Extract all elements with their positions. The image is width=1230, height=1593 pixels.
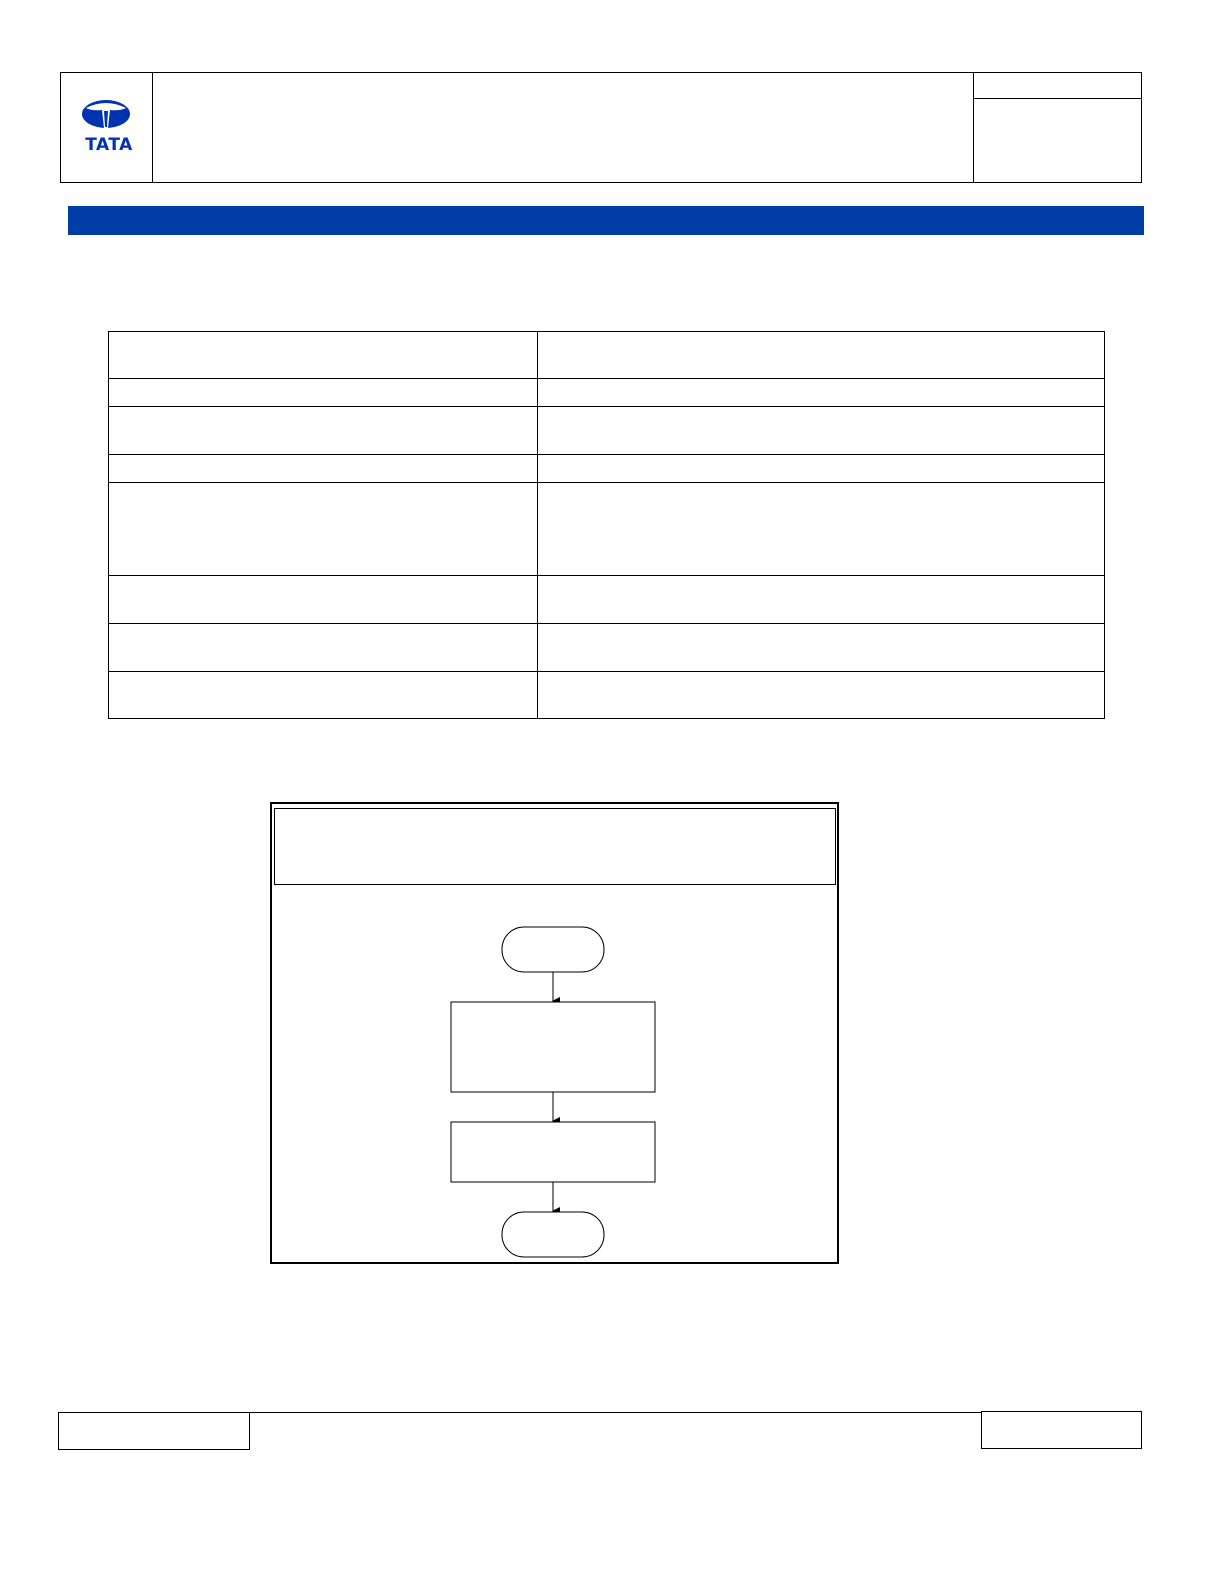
- flowchart-frame: [270, 802, 839, 1264]
- document-header: TATA: [60, 72, 1142, 183]
- footer-left-cell: [58, 1412, 250, 1450]
- table-row: [109, 624, 1104, 672]
- table-cell-value: [538, 576, 1104, 623]
- flow-end-terminator: [501, 1211, 605, 1258]
- table-cell-label: [109, 576, 538, 623]
- flow-process-step: [450, 1121, 656, 1183]
- logo-wordmark: TATA: [85, 135, 133, 155]
- table-cell-value: [538, 483, 1104, 575]
- table-cell-value: [538, 407, 1104, 454]
- flowchart-title-box: [274, 808, 836, 885]
- table-cell-label: [109, 624, 538, 671]
- flow-process-step: [450, 1001, 656, 1093]
- table-cell-value: [538, 332, 1104, 378]
- table-cell-label: [109, 455, 538, 482]
- footer-divider: [250, 1412, 981, 1413]
- info-table: [108, 331, 1105, 719]
- table-row: [109, 379, 1104, 407]
- table-row: [109, 576, 1104, 624]
- table-cell-value: [538, 672, 1104, 718]
- table-cell-value: [538, 455, 1104, 482]
- table-row: [109, 407, 1104, 455]
- footer-page-cell: [981, 1411, 1142, 1449]
- table-cell-label: [109, 379, 538, 406]
- table-cell-label: [109, 332, 538, 378]
- flowchart-diagram: [450, 926, 656, 1258]
- tata-logo-icon: [82, 100, 130, 128]
- table-row: [109, 455, 1104, 483]
- table-row: [109, 332, 1104, 379]
- table-row: [109, 483, 1104, 576]
- logo-cell: TATA: [61, 73, 153, 182]
- table-cell-value: [538, 624, 1104, 671]
- section-band: [68, 206, 1144, 235]
- table-cell-label: [109, 483, 538, 575]
- table-cell-label: [109, 672, 538, 718]
- table-cell-value: [538, 379, 1104, 406]
- document-title-cell: [153, 73, 974, 182]
- table-cell-label: [109, 407, 538, 454]
- table-row: [109, 672, 1104, 718]
- flow-start-terminator: [501, 926, 605, 973]
- document-number-cell: [974, 73, 1141, 99]
- document-revision-cell: [974, 99, 1141, 182]
